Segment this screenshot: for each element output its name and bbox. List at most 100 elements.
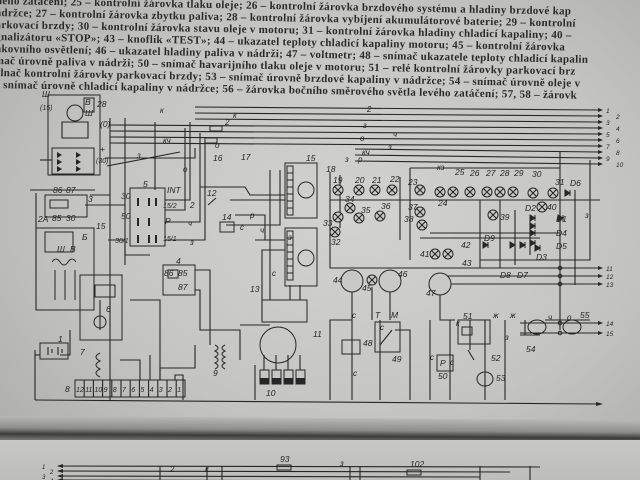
wire-label: к bbox=[205, 465, 210, 474]
pin bbox=[286, 193, 294, 202]
wire bbox=[60, 330, 71, 356]
wire bbox=[106, 151, 181, 167]
terminal-dot bbox=[557, 330, 563, 336]
wire bbox=[200, 186, 285, 196]
component-label: Т bbox=[375, 310, 381, 320]
component-label: D2 bbox=[525, 203, 536, 213]
lamp-cross bbox=[331, 228, 339, 236]
component-label: 8 bbox=[65, 384, 70, 394]
diode-icon bbox=[529, 214, 536, 222]
component-label: 87 bbox=[178, 282, 188, 292]
bus-wire bbox=[354, 154, 599, 159]
component-label: D4 bbox=[556, 228, 567, 238]
relay-3-box bbox=[44, 194, 88, 218]
terminal-number: 1 bbox=[177, 387, 181, 394]
switch-12-icon bbox=[207, 197, 217, 206]
wire-label: о bbox=[360, 134, 365, 143]
component-label: Ш bbox=[57, 244, 65, 254]
component-label: 22 bbox=[389, 174, 400, 184]
wire-label: з bbox=[287, 233, 292, 242]
switch-contact bbox=[137, 235, 139, 243]
lamp-cross bbox=[436, 188, 444, 196]
component-label: 49 bbox=[392, 354, 402, 364]
component-label: Б bbox=[82, 232, 88, 242]
component-label: 39 bbox=[500, 212, 510, 222]
wire bbox=[105, 148, 196, 159]
wire bbox=[165, 122, 191, 201]
component-label: 38 bbox=[404, 214, 414, 224]
terminal-number: 10 bbox=[94, 387, 102, 394]
component-label: 35 bbox=[361, 205, 371, 215]
relay-coil bbox=[49, 199, 69, 209]
component-label: М bbox=[391, 310, 399, 320]
lower-page-wire bbox=[57, 470, 511, 473]
component-label: 48 bbox=[363, 338, 373, 348]
component-label: Ш bbox=[42, 89, 50, 99]
component-label: 43 bbox=[462, 258, 472, 268]
pin bbox=[286, 244, 294, 253]
component-label: 17 bbox=[241, 152, 251, 162]
component-label: 28 bbox=[499, 168, 510, 178]
relay-51-box bbox=[457, 319, 491, 345]
diode-icon bbox=[482, 241, 489, 249]
component-label: D9 bbox=[484, 233, 495, 243]
component-label: В bbox=[85, 97, 91, 107]
pin bbox=[286, 258, 294, 267]
wire bbox=[130, 299, 161, 380]
arrow-icon bbox=[598, 120, 603, 124]
wire-label: р bbox=[249, 211, 255, 220]
lamp-cross bbox=[334, 186, 342, 194]
component-label: D1 bbox=[556, 214, 567, 224]
arrow-icon bbox=[598, 321, 603, 325]
diode-icon bbox=[57, 152, 81, 158]
component-label: 25 bbox=[454, 167, 465, 177]
wire-label: ж bbox=[492, 311, 499, 320]
gauge-icon bbox=[340, 269, 364, 293]
component-label: D6 bbox=[570, 178, 581, 188]
pin bbox=[286, 207, 294, 216]
sensor-49-switch bbox=[379, 329, 393, 346]
wire bbox=[329, 292, 353, 400]
ignition-switch-box bbox=[129, 187, 166, 247]
terminal-number: 9 bbox=[104, 387, 108, 394]
wire bbox=[165, 140, 206, 241]
arrow-icon bbox=[598, 331, 603, 335]
wire-label: с bbox=[450, 358, 454, 367]
diode-icon bbox=[534, 244, 541, 252]
lamp-cross bbox=[483, 188, 491, 196]
regulator-coil-box bbox=[44, 231, 74, 253]
wire bbox=[174, 374, 184, 400]
component-label: 15 bbox=[96, 221, 106, 231]
arrow-icon bbox=[598, 162, 603, 166]
terminal-number: 8 bbox=[113, 387, 117, 394]
switch-contact bbox=[148, 235, 150, 243]
component-label: 19 bbox=[333, 175, 343, 185]
arrow-icon bbox=[57, 469, 63, 473]
wire-label: ч bbox=[393, 130, 397, 139]
arrow-icon bbox=[598, 126, 603, 130]
wire bbox=[108, 239, 150, 256]
terminal-number: 10 bbox=[616, 162, 624, 169]
component-label: 15/1 bbox=[163, 236, 177, 243]
wire-label: ч bbox=[188, 219, 192, 228]
pin bbox=[286, 251, 294, 260]
lamp-cross bbox=[538, 203, 546, 211]
brake-fluid-sensor-53 bbox=[476, 371, 494, 387]
switch-contact bbox=[148, 198, 150, 206]
diode-icon bbox=[509, 241, 516, 249]
stator-winding bbox=[61, 121, 89, 139]
lamp-cross bbox=[371, 186, 379, 194]
bus-wire bbox=[354, 160, 599, 165]
component-label: 102 bbox=[410, 459, 424, 469]
component-label: 23 bbox=[407, 177, 418, 187]
wire-label: з bbox=[136, 151, 141, 160]
lamp-cross bbox=[418, 221, 426, 229]
starter-motor-icon bbox=[93, 315, 107, 329]
switch-contact bbox=[155, 198, 157, 206]
component-label: 50 bbox=[121, 211, 131, 221]
wire-label: кз bbox=[437, 163, 445, 172]
wire bbox=[165, 128, 186, 211]
rectifier-diodes bbox=[51, 147, 95, 175]
wire-label: з bbox=[344, 155, 349, 164]
component-label: 52 bbox=[491, 353, 501, 363]
